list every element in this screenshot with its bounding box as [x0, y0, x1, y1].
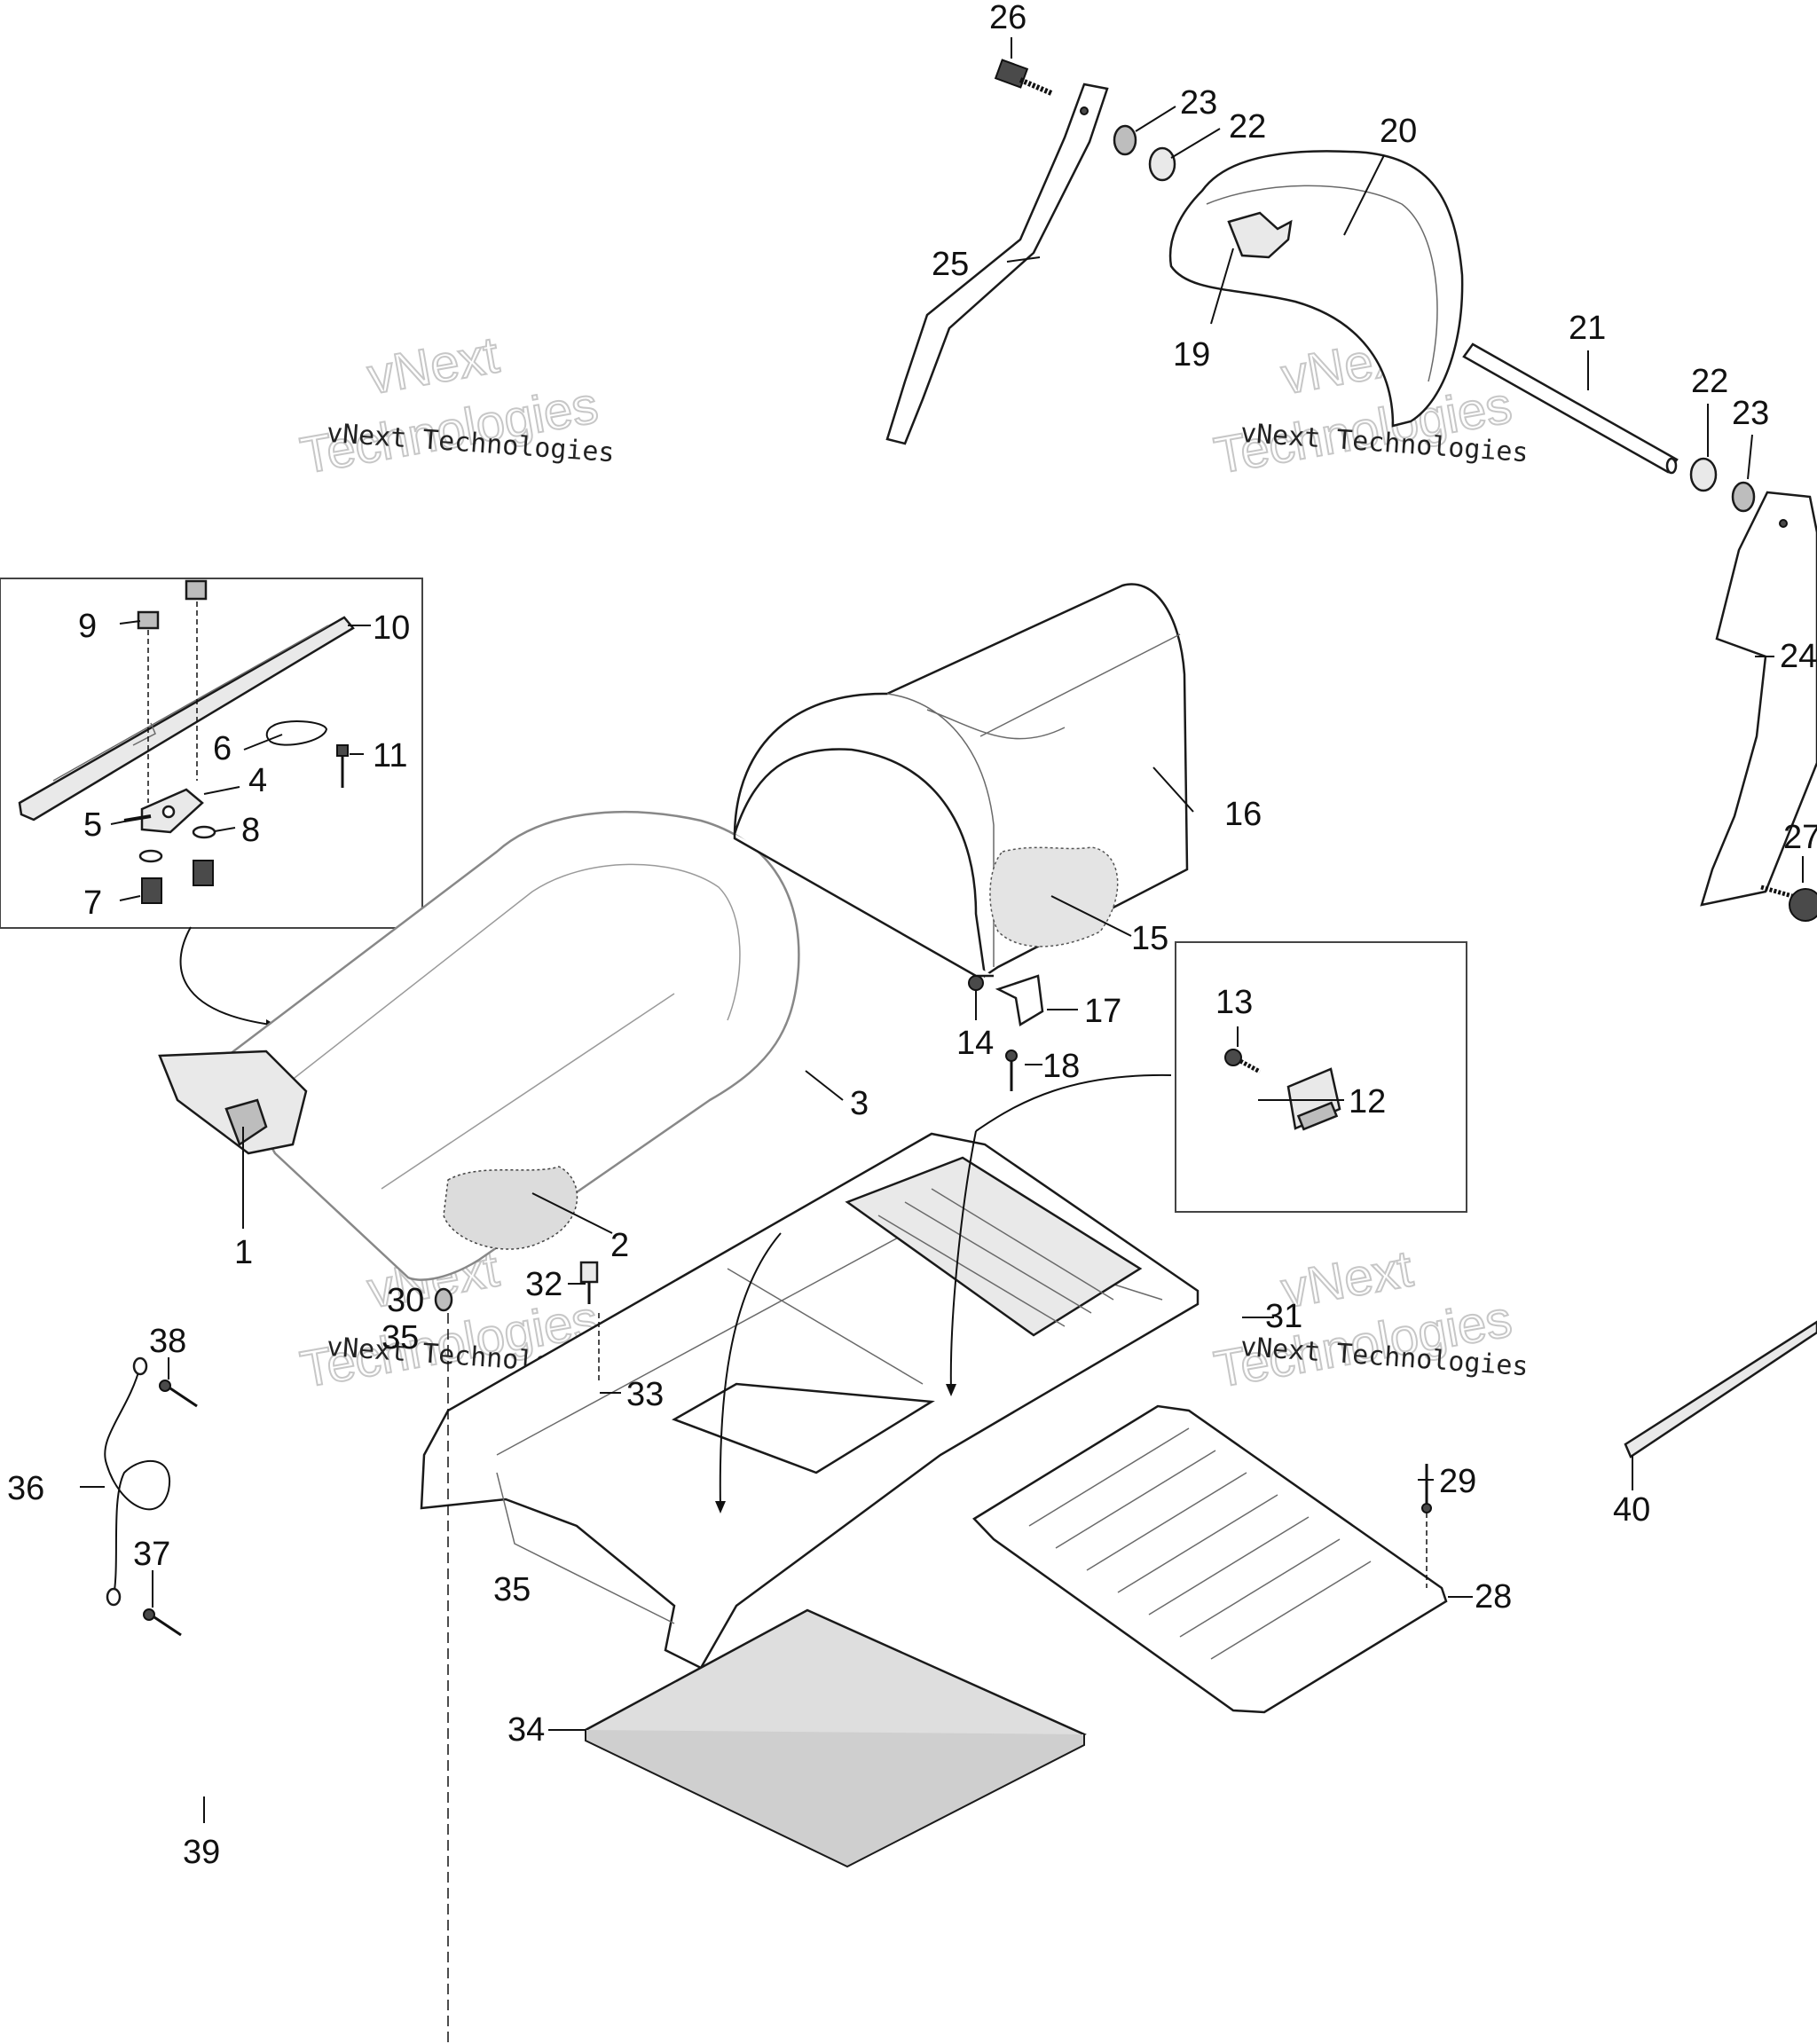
hinge-detail-box — [1175, 941, 1467, 1213]
knob-part-27 — [1760, 884, 1817, 922]
screw-part-13 — [1224, 1049, 1262, 1074]
callout-1: 1 — [234, 1234, 253, 1271]
callout-36: 36 — [7, 1470, 44, 1507]
nut-part-30 — [434, 1287, 453, 1312]
callout-12: 12 — [1349, 1083, 1386, 1120]
base-frame-part-31 — [420, 1132, 1200, 1670]
callout-32: 32 — [525, 1266, 562, 1303]
callout-31: 31 — [1265, 1298, 1302, 1335]
bracket-part-17 — [995, 974, 1044, 1027]
callout-8: 8 — [241, 812, 260, 849]
callout-35b: 35 — [493, 1571, 531, 1608]
callout-22a: 22 — [1229, 108, 1266, 145]
callout-10: 10 — [373, 609, 410, 647]
strip-part-40 — [1624, 1320, 1817, 1458]
washer-part-22b — [1689, 457, 1718, 492]
rivet-part-29 — [1421, 1464, 1432, 1513]
callout-26: 26 — [989, 0, 1026, 36]
callout-3: 3 — [850, 1085, 869, 1122]
bolt-part-32 — [579, 1261, 599, 1304]
latch-pin-part-5 — [123, 814, 152, 822]
callout-28: 28 — [1475, 1578, 1512, 1616]
seat-front-part-1 — [158, 1050, 308, 1155]
watermark-1: vNext Technologies vNext Technologies — [295, 325, 616, 485]
callout-40: 40 — [1613, 1491, 1650, 1529]
bushing-part-23b — [1731, 481, 1756, 513]
latch-detail-arrow — [179, 926, 271, 1026]
latch-detail-box — [0, 578, 423, 929]
callout-5: 5 — [83, 806, 102, 844]
callout-22b: 22 — [1691, 363, 1728, 400]
latch-washers-part-8 — [138, 825, 216, 863]
bushing-part-23a — [1113, 124, 1137, 156]
callout-9: 9 — [78, 608, 97, 645]
bracket-part-25 — [885, 83, 1109, 445]
callout-25: 25 — [932, 246, 969, 283]
tether-part-36 — [104, 1356, 171, 1607]
backrest-to-base-arrow — [949, 1130, 977, 1392]
callout-16: 16 — [1224, 796, 1262, 833]
callout-19: 19 — [1173, 336, 1210, 373]
bracket-part-24 — [1700, 491, 1817, 907]
callout-33: 33 — [626, 1376, 664, 1413]
seat-part-3 — [220, 810, 800, 1281]
seat-to-base-arrowhead — [715, 1501, 726, 1513]
rivet-part-37 — [143, 1608, 182, 1637]
callout-20: 20 — [1380, 113, 1417, 150]
foot-part-14 — [968, 975, 984, 991]
latch-screw-part-11 — [336, 744, 349, 788]
callout-15: 15 — [1131, 920, 1168, 957]
callout-29: 29 — [1439, 1463, 1476, 1500]
callout-23a: 23 — [1180, 84, 1217, 122]
leader-lines — [80, 37, 1804, 1823]
callout-11: 11 — [373, 737, 407, 774]
callout-4: 4 — [248, 762, 267, 799]
hinge-detail-arrow — [975, 1073, 1172, 1132]
latch-nut-part-9 — [137, 579, 208, 630]
latch-part-4 — [140, 788, 204, 834]
callout-6: 6 — [213, 730, 232, 767]
hinge-part-12 — [1286, 1067, 1341, 1131]
latch-cable-part-6 — [265, 720, 328, 746]
bolt-part-26 — [994, 59, 1053, 96]
callout-13: 13 — [1215, 984, 1253, 1021]
rivet-part-38 — [159, 1380, 198, 1408]
backrest-part-16 — [733, 583, 1189, 979]
logo-part-19 — [1227, 211, 1293, 259]
callout-2: 2 — [610, 1227, 629, 1264]
callout-7: 7 — [83, 884, 102, 922]
callout-18: 18 — [1042, 1048, 1080, 1085]
callout-38: 38 — [149, 1323, 186, 1360]
callout-37: 37 — [133, 1536, 170, 1573]
callout-27: 27 — [1783, 819, 1817, 856]
callout-39: 39 — [183, 1834, 220, 1871]
seat-pad-part-2 — [443, 1166, 578, 1250]
rivet-part-18 — [1005, 1050, 1018, 1091]
shaft-part-21 — [1462, 342, 1679, 475]
seat-to-base-arrow — [719, 1232, 782, 1509]
callout-17: 17 — [1084, 993, 1121, 1030]
callout-23b: 23 — [1732, 395, 1769, 432]
callout-24: 24 — [1780, 638, 1817, 675]
callout-numbers: 1 2 3 4 5 6 7 8 9 10 11 12 13 14 15 16 1… — [7, 0, 1817, 1871]
callout-14: 14 — [956, 1025, 994, 1062]
callout-30: 30 — [387, 1282, 424, 1319]
washer-part-22a — [1148, 146, 1176, 182]
latch-bolts-part-7 — [141, 860, 214, 904]
foam-part-34 — [583, 1608, 1087, 1868]
plate-part-28 — [972, 1404, 1448, 1714]
watermark-big-1a: vNext — [364, 326, 503, 405]
backrest-to-base-arrowhead — [946, 1384, 956, 1396]
callout-35a: 35 — [381, 1319, 419, 1356]
callout-21: 21 — [1569, 310, 1606, 347]
watermark-4: vNext Technologies vNext Technologies — [1209, 1238, 1530, 1399]
latch-rail-part-10 — [18, 616, 355, 822]
callout-34: 34 — [507, 1711, 545, 1749]
